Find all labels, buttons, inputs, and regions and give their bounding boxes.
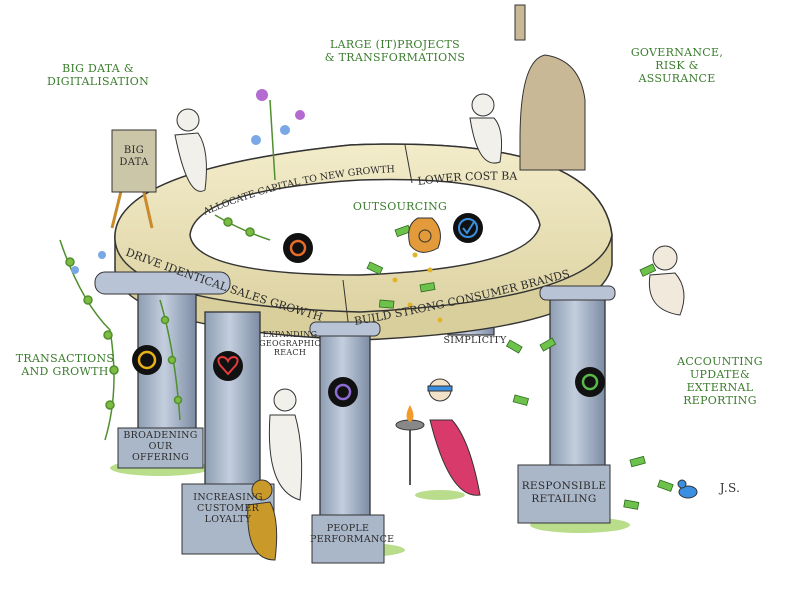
tablet-text: BIG DATA (119, 145, 149, 168)
bird-icon (677, 479, 698, 499)
pillar-label-expanding: EXPANDING GEOGRAPHIC REACH (259, 330, 321, 357)
figure-running-man (648, 245, 685, 316)
pillar-label-broadening: BROADENING OUR OFFERING (123, 430, 198, 463)
emblem-loyalty-heart (213, 351, 243, 381)
label-accounting: ACCOUNTING UPDATE& EXTERNAL REPORTING (677, 355, 763, 407)
artist-signature: J.S. (719, 481, 741, 495)
coins (392, 252, 443, 323)
label-governance: GOVERNANCE, RISK & ASSURANCE (630, 46, 724, 85)
pillar-broadening (94, 271, 231, 469)
ivy-vines (59, 214, 271, 441)
figure-sculptor-left (174, 108, 207, 192)
figure-thinker-gold (247, 479, 278, 561)
emblem-responsible (575, 367, 605, 397)
label-outsourcing: OUTSOURCING (352, 200, 448, 213)
emblem-simplicity-check (453, 213, 483, 243)
label-transactions: TRANSACTIONS AND GROWTH (15, 352, 115, 378)
figure-sculptor-right (469, 93, 502, 164)
flowers (71, 89, 305, 274)
pillar-label-responsible: RESPONSIBLE RETAILING (521, 480, 607, 505)
torch-stand (395, 405, 425, 485)
statue (514, 4, 586, 171)
emblem-people (328, 377, 358, 407)
pillar-people (309, 321, 385, 564)
figure-toga-man (268, 388, 303, 501)
pillar-label-increasing: INCREASING CUSTOMER LOYALTY (193, 492, 263, 525)
money-bag-icon (408, 217, 441, 253)
pillar-label-people: PEOPLE PERFORMANCE (310, 523, 395, 545)
flying-money (366, 224, 674, 510)
label-big-data: BIG DATA & DIGITALISATION (46, 62, 150, 88)
figure-blindfolded-lady (427, 378, 481, 496)
label-large-projects: LARGE (IT)PROJECTS & TRANSFORMATIONS (324, 38, 466, 64)
emblem-expanding (283, 233, 313, 263)
big-data-tablet (110, 129, 157, 229)
stone-ring (114, 143, 613, 341)
pillar-label-simplicity: SIMPLICITY (443, 335, 507, 346)
emblem-broadening (132, 345, 162, 375)
